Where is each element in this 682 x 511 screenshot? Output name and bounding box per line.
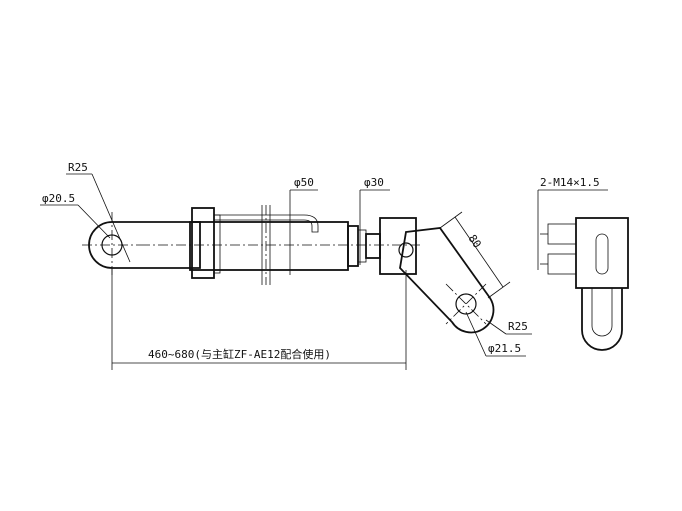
dia-left-label: φ20.5 [42, 192, 75, 205]
thread-label: 2-M14×1.5 [540, 176, 600, 189]
length-label: 460~680(与主缸ZF-AE12配合使用) [148, 347, 331, 361]
dim-80-label: 80 [466, 232, 484, 250]
text-labels: R25 φ20.5 φ50 φ30 80 R25 φ21.5 460~680(与… [42, 161, 600, 361]
r25-left-label: R25 [68, 161, 88, 174]
r25-right-label: R25 [508, 320, 528, 333]
dia-right-label: φ21.5 [488, 342, 521, 355]
piston-rod [140, 233, 420, 259]
left-clevis-eye [82, 212, 201, 275]
rod-end-lever [379, 211, 511, 334]
dimension-lines [40, 173, 532, 370]
dia-50-label: φ50 [294, 176, 314, 189]
dia-30-label: φ30 [364, 176, 384, 189]
cylinder-barrel [189, 205, 367, 285]
side-view [537, 189, 629, 351]
